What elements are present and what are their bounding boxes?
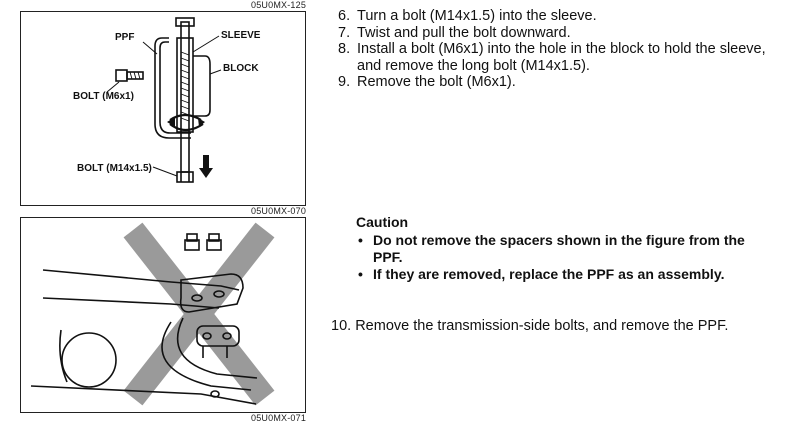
step-number: 8.: [338, 41, 351, 57]
step-text: Remove the bolt (M6x1).: [357, 74, 516, 90]
caution-text: If they are removed, replace the PPF as …: [373, 266, 725, 282]
bullet-icon: •: [358, 232, 363, 248]
step-number: 9.: [338, 74, 351, 90]
step-text: Turn a bolt (M14x1.5) into the sleeve.: [357, 8, 597, 24]
caution-item: • Do not remove the spacers shown in the …: [356, 232, 756, 265]
step-item: 10. Remove the transmission-side bolts, …: [331, 318, 728, 334]
step-item: 9. Remove the bolt (M6x1).: [338, 74, 778, 91]
figure-ref-code: 05U0MX-125: [251, 0, 307, 10]
figure-ref-code: 05U0MX-070: [251, 206, 307, 216]
step-number: 7.: [338, 24, 351, 41]
step-text: Twist and pull the bolt downward.: [357, 24, 571, 41]
caution-text: Do not remove the spacers shown in the f…: [373, 232, 745, 265]
label-bolt-m14: BOLT (M14x1.5): [77, 163, 152, 174]
caution-list: • Do not remove the spacers shown in the …: [356, 232, 756, 284]
label-bolt-m6: BOLT (M6x1): [73, 91, 134, 102]
label-ppf: PPF: [115, 32, 135, 43]
figure-ppf-spacers: [20, 217, 306, 413]
step-text: Remove the transmission-side bolts, and …: [355, 318, 729, 334]
bullet-icon: •: [358, 266, 363, 282]
step-number: 6.: [338, 8, 351, 24]
step-text: Install a bolt (M6x1) into the hole in t…: [357, 41, 766, 74]
caution-title: Caution: [356, 214, 409, 230]
label-block: BLOCK: [223, 63, 259, 74]
figure-ref-code: 05U0MX-071: [251, 413, 307, 423]
step-item: 8. Install a bolt (M6x1) into the hole in…: [338, 41, 778, 74]
figure-2-illustration: [30, 222, 275, 406]
procedure-steps: 6. Turn a bolt (M14x1.5) into the sleeve.…: [338, 8, 778, 91]
figure-ppf-sleeve-removal: PPF SLEEVE BLOCK BOLT (M6x1) BOLT (M14x1…: [20, 11, 306, 206]
label-sleeve: SLEEVE: [221, 30, 261, 41]
step-number: 10.: [331, 318, 352, 334]
figure-1-illustration: [106, 17, 222, 183]
step-item: 6. Turn a bolt (M14x1.5) into the sleeve.: [338, 8, 778, 25]
step-item: 7. Twist and pull the bolt downward.: [338, 25, 778, 42]
caution-item: • If they are removed, replace the PPF as…: [356, 266, 756, 283]
